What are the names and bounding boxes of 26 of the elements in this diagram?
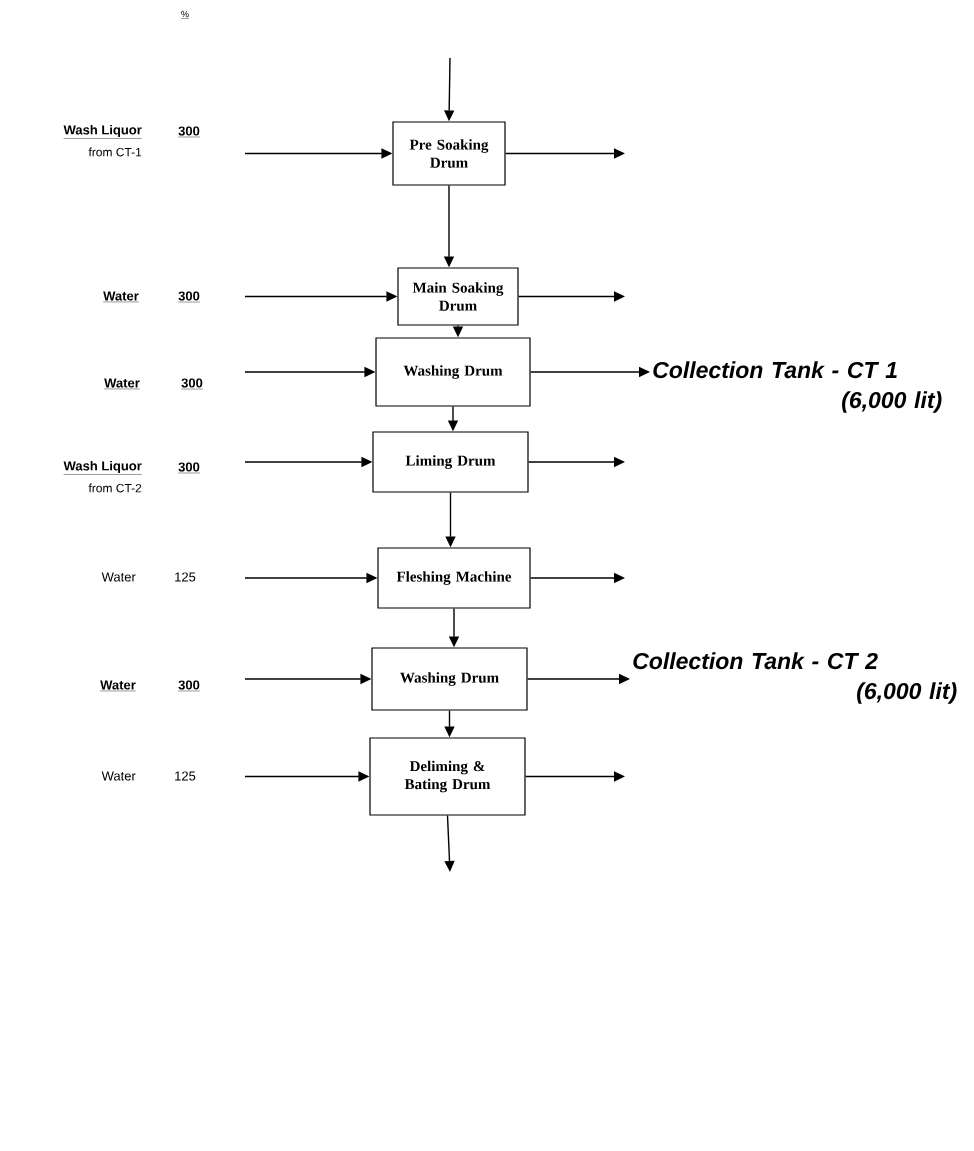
stream-label: Water <box>101 572 136 582</box>
stream-label: from CT-2 <box>88 483 142 493</box>
stream-label: Wash Liquor <box>63 460 142 475</box>
tank-label: Collection Tank - CT 1 (6,000 lit) <box>653 361 942 413</box>
stream-label: Water <box>101 771 136 781</box>
stream-label: Wash Liquor <box>63 124 142 139</box>
stream-label: from CT-1 <box>88 147 142 157</box>
stream-label: 125 <box>175 771 196 781</box>
process-box: Washing Drum <box>375 337 531 407</box>
stream-label: Water <box>102 291 139 303</box>
process-box: Deliming & Bating Drum <box>369 737 526 816</box>
tank-label: Collection Tank - CT 2 (6,000 lit) <box>633 652 957 704</box>
stream-label: % <box>180 10 190 19</box>
stream-label: Water <box>99 680 136 692</box>
process-box: Washing Drum <box>371 647 528 711</box>
stream-label: Water <box>103 378 140 390</box>
stream-label: 300 <box>177 462 201 474</box>
stream-label: 300 <box>177 126 201 138</box>
process-box: Liming Drum <box>372 431 529 493</box>
process-box: Main Soaking Drum <box>397 267 519 326</box>
stream-label: 300 <box>180 378 204 390</box>
process-box: Pre Soaking Drum <box>392 121 506 186</box>
process-box: Fleshing Machine <box>377 547 531 609</box>
stream-label: 125 <box>175 572 196 582</box>
stream-label: 300 <box>177 680 201 692</box>
stream-label: 300 <box>177 291 201 303</box>
